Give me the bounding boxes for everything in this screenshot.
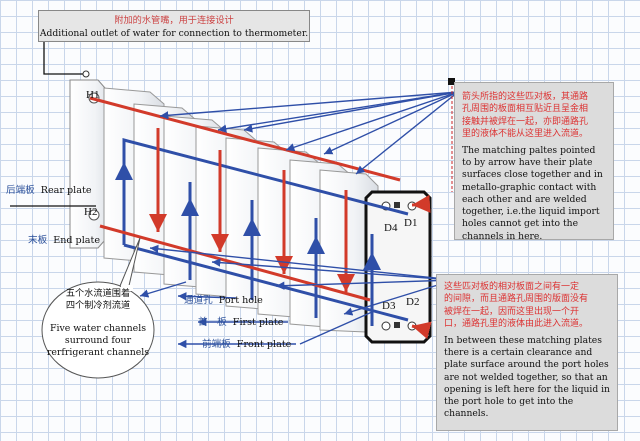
refrigerant-flow-lines xyxy=(89,96,432,340)
open-zh-line: 口，通路孔里的液体由此进入流道。 xyxy=(444,319,589,330)
port-tag-h1: H1 xyxy=(86,89,100,101)
bubble-en-line: Five water channels xyxy=(49,322,147,334)
first-plate-en: First plate xyxy=(232,317,284,328)
water-flow-lines xyxy=(115,138,409,326)
front-plate-en: Front plate xyxy=(236,339,292,350)
leader-thermometer xyxy=(43,42,86,75)
thermometer-outlet-en: Additional outlet of water for connectio… xyxy=(39,28,309,39)
open-zh-line: 被焊在一起，因而这里出现一个开 xyxy=(444,306,580,317)
bubble-en-line: rerfrigerant channels xyxy=(46,347,150,359)
bubble-zh-line: 四个制冷剂流道 xyxy=(65,300,131,312)
port-tag-d2: D2 xyxy=(406,296,420,308)
port-hole-en: Port hole xyxy=(218,295,263,306)
first-plate-zh: 首 板 xyxy=(198,317,227,328)
port-hole-label: 通道孔 Port hole xyxy=(184,294,263,307)
channels-bubble xyxy=(41,281,155,379)
end-plate-en: End plate xyxy=(53,235,101,246)
thermometer-outlet-callout: 附加的水管嘴，用于连接设计 Additional outlet of water… xyxy=(38,10,310,42)
front-plate-label: 前端板 Front plate xyxy=(202,338,291,351)
rear-plate-label: 后端板 Rear plate xyxy=(6,184,92,197)
front-plate-zh: 前端板 xyxy=(202,339,231,350)
pointer-arrows xyxy=(139,91,459,349)
end-plate-zh: 末板 xyxy=(28,235,48,246)
port-tag-h2: H2 xyxy=(84,206,98,218)
channels-bubble-text: 五个水流道围着 四个制冷剂流道 Five water channels surr… xyxy=(44,288,152,359)
welded-plates-callout: 箭头所指的这些匹对板，其通路 孔周围的板面相互贴近且呈金相 接触并被焊在一起，亦… xyxy=(454,82,614,242)
welded-zh-line: 里的液体不能从这里进入流道。 xyxy=(462,129,589,140)
rear-plate-en: Rear plate xyxy=(40,185,92,196)
port-tag-d3: D3 xyxy=(382,300,396,312)
port-tag-d1: D1 xyxy=(404,217,418,229)
open-plates-callout: 这些匹对板的相对板面之间有一定 的间隙，而且通路孔周围的版面没有 被焊在一起，因… xyxy=(436,274,618,431)
open-zh-line: 这些匹对板的相对板面之间有一定 xyxy=(444,282,580,292)
bubble-en-line: surround four xyxy=(64,334,132,346)
welded-en: The matching paltes pointed to by arrow … xyxy=(462,144,603,242)
end-plate-label: 末板 End plate xyxy=(28,234,100,247)
front-plate xyxy=(364,190,432,344)
welded-zh-line: 接触并被焊在一起，亦即通路孔 xyxy=(462,116,589,127)
thermometer-outlet-zh: 附加的水管嘴，用于连接设计 xyxy=(114,15,234,26)
port-hole-zh: 通道孔 xyxy=(184,295,213,306)
bubble-zh-line: 五个水流道围着 xyxy=(65,288,131,299)
open-en: In between these matching plates there i… xyxy=(444,334,610,420)
port-tag-d4: D4 xyxy=(384,222,398,234)
open-zh-line: 的间隙，而且通路孔周围的版面没有 xyxy=(444,294,589,305)
welded-zh-line: 箭头所指的这些匹对板，其通路 xyxy=(462,92,589,102)
first-plate-label: 首 板 First plate xyxy=(198,316,283,329)
rear-plate-zh: 后端板 xyxy=(6,185,35,196)
welded-zh-line: 孔周围的板面相互贴近且呈金相 xyxy=(462,104,589,115)
